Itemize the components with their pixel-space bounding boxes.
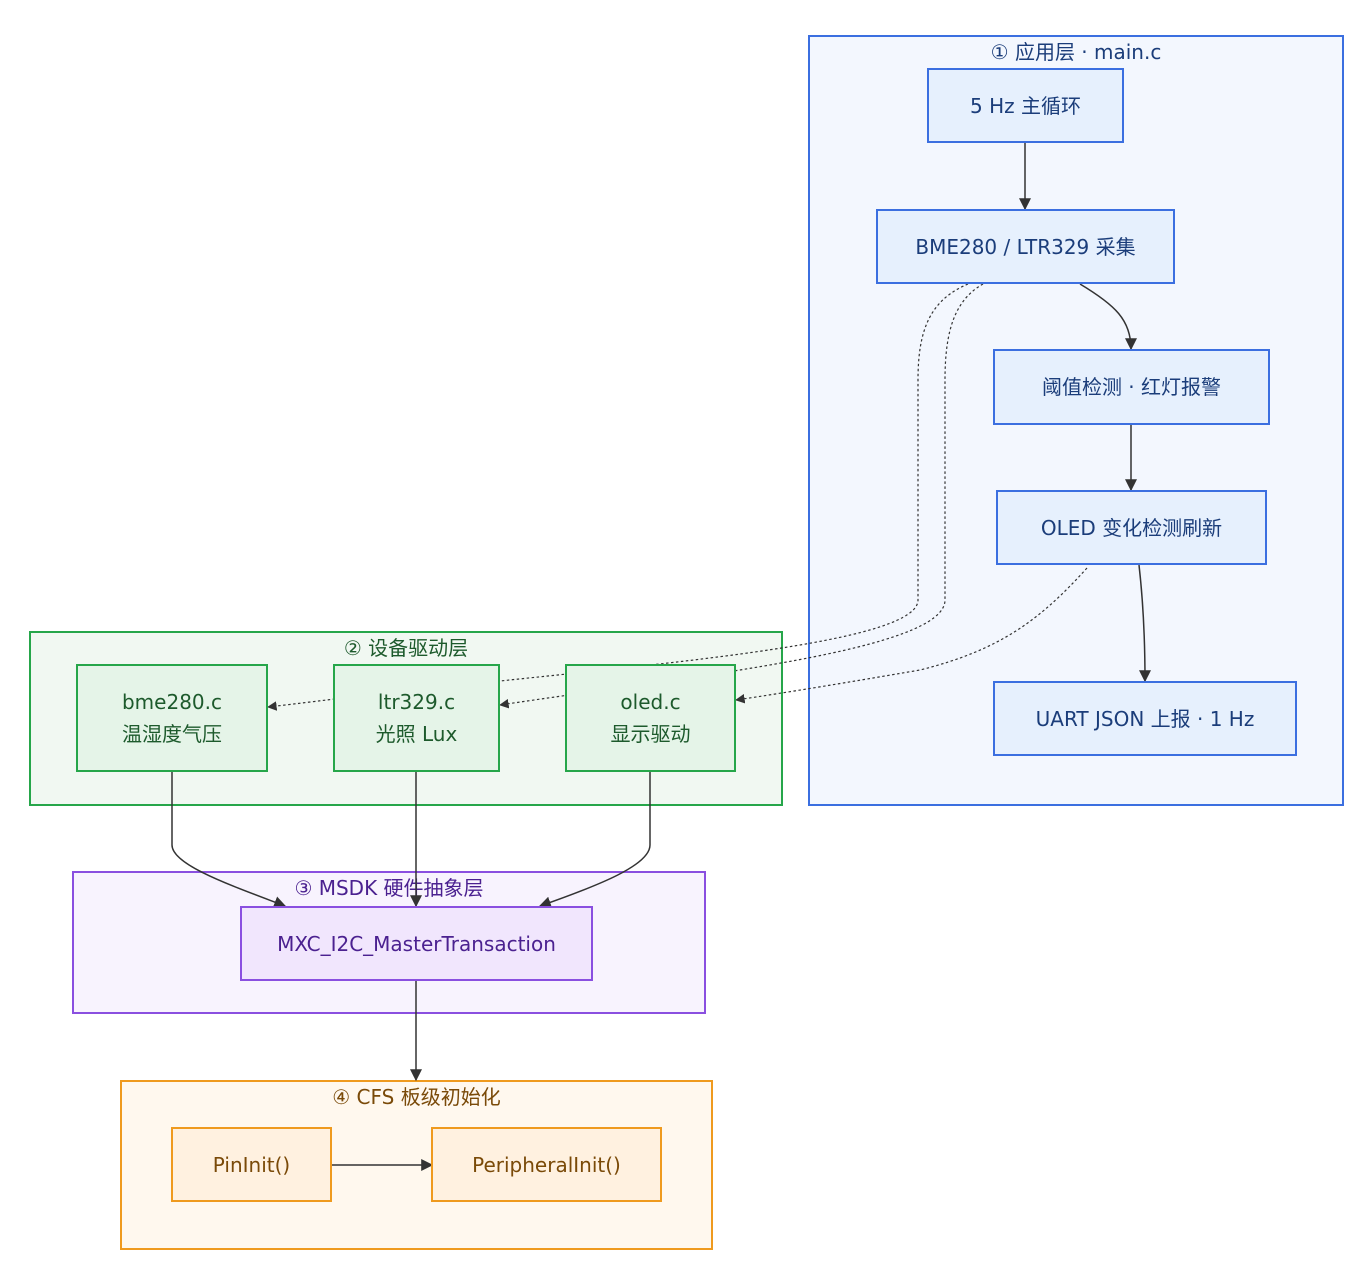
node-acquire-label: BME280 / LTR329 采集 xyxy=(915,234,1136,259)
node-ltr329-desc: 光照 Lux xyxy=(375,722,458,746)
edge-bme280-i2c xyxy=(171,772,287,908)
edge-acquire-ltr329-dotted xyxy=(499,283,984,709)
node-pininit-label: PinInit() xyxy=(212,1152,291,1177)
node-main-loop-label: 5 Hz 主循环 xyxy=(970,93,1081,118)
edge-acquire-bme280-dotted xyxy=(267,283,969,711)
node-bme280[interactable]: bme280.c 温湿度气压 xyxy=(76,664,268,772)
edge-oled-i2c xyxy=(538,772,651,909)
edge-oled-refresh-oled-dotted xyxy=(735,567,1088,704)
node-oled-refresh[interactable]: OLED 变化检测刷新 xyxy=(996,490,1267,565)
app-layer-title: ① 应用层 · main.c xyxy=(990,40,1162,64)
node-i2c-label: MXC_I2C_MasterTransaction xyxy=(277,931,556,956)
node-oled-refresh-label: OLED 变化检测刷新 xyxy=(1040,515,1223,540)
msdk-layer-title: ③ MSDK 硬件抽象层 xyxy=(294,876,484,900)
edge-oled-refresh-uart xyxy=(1138,564,1151,683)
node-uart-label: UART JSON 上报 · 1 Hz xyxy=(1035,706,1255,731)
node-main-loop[interactable]: 5 Hz 主循环 xyxy=(927,68,1124,143)
driver-layer-title: ② 设备驱动层 xyxy=(343,636,469,660)
node-pininit[interactable]: PinInit() xyxy=(171,1127,332,1202)
node-i2c-transaction[interactable]: MXC_I2C_MasterTransaction xyxy=(240,906,593,981)
node-oled-file: oled.c xyxy=(620,690,681,714)
node-uart[interactable]: UART JSON 上报 · 1 Hz xyxy=(993,681,1297,756)
node-threshold-label: 阈值检测 · 红灯报警 xyxy=(1041,375,1222,399)
node-ltr329-file: ltr329.c xyxy=(377,690,456,714)
node-periph-label: PeripheralInit() xyxy=(472,1152,621,1177)
node-peripheral-init[interactable]: PeripheralInit() xyxy=(431,1127,662,1202)
node-ltr329[interactable]: ltr329.c 光照 Lux xyxy=(333,664,500,772)
node-oled-desc: 显示驱动 xyxy=(610,722,691,746)
node-threshold[interactable]: 阈值检测 · 红灯报警 xyxy=(993,349,1270,425)
edge-acquire-threshold xyxy=(1079,283,1137,351)
cfs-layer-title: ④ CFS 板级初始化 xyxy=(332,1085,501,1109)
node-bme280-desc: 温湿度气压 xyxy=(122,722,222,746)
node-oled-driver[interactable]: oled.c 显示驱动 xyxy=(565,664,736,772)
node-bme280-file: bme280.c xyxy=(121,690,222,714)
node-acquire[interactable]: BME280 / LTR329 采集 xyxy=(876,209,1175,284)
